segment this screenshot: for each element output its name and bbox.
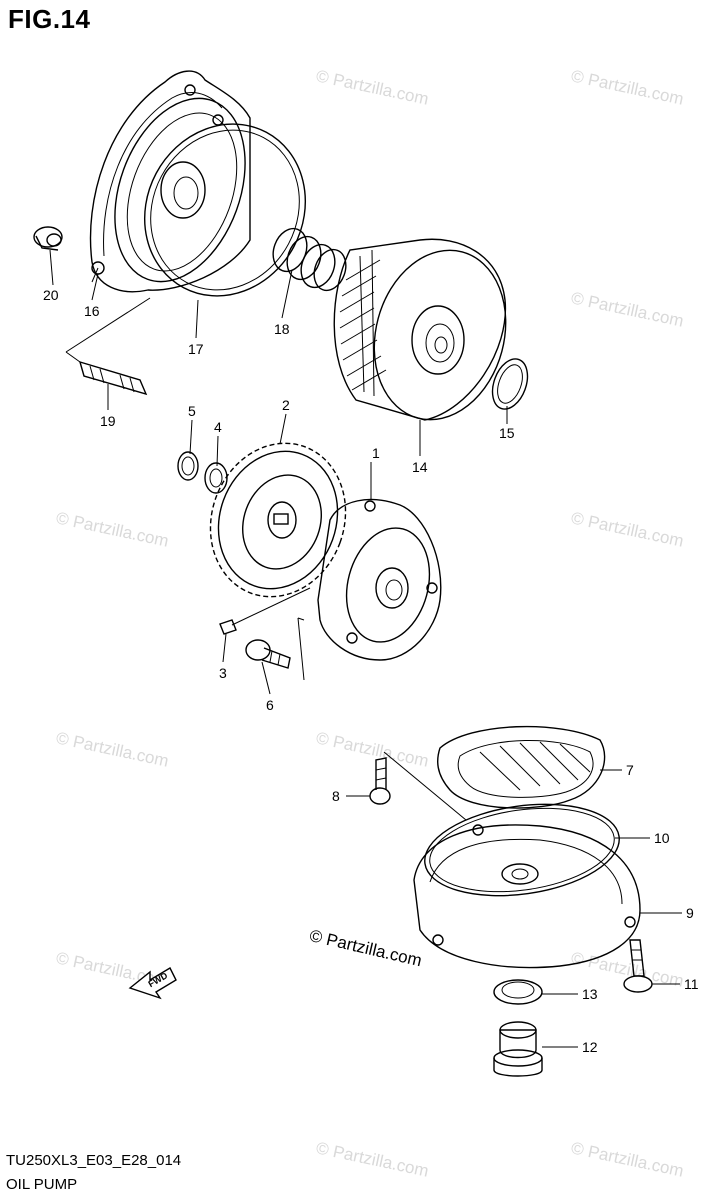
o-ring-17-drawing [143, 123, 307, 297]
drain-plug-12-drawing [493, 1021, 543, 1077]
diagram-code: TU250XL3_E03_E28_014 [6, 1152, 182, 1169]
part-label-6: 6 [266, 697, 274, 713]
o-ring-10-drawing [424, 803, 620, 897]
stud-bolt-19-drawing [65, 297, 151, 396]
bolt-11-drawing [623, 939, 653, 993]
part-label-7: 7 [626, 762, 634, 778]
part-label-1: 1 [372, 445, 380, 461]
part-label-20: 20 [43, 287, 59, 303]
part-label-16: 16 [84, 303, 100, 319]
part-label-4: 4 [214, 419, 222, 435]
part-label-2: 2 [282, 397, 290, 413]
screw-8-drawing [369, 757, 391, 805]
oil-pump-1-drawing [297, 498, 442, 681]
part-label-3: 3 [219, 665, 227, 681]
part-label-12: 12 [582, 1039, 598, 1055]
pin-3-drawing [219, 619, 237, 635]
pump-cover-drawing [89, 70, 251, 293]
part-label-9: 9 [686, 905, 694, 921]
nut-20-drawing [33, 226, 63, 251]
part-label-18: 18 [274, 321, 290, 337]
part-label-15: 15 [499, 425, 515, 441]
oil-strainer-7-drawing [383, 725, 606, 821]
oil-pan-9-drawing [413, 824, 641, 969]
part-label-19: 19 [100, 413, 116, 429]
figure-title: FIG.14 [8, 4, 91, 34]
gasket-13-drawing [493, 979, 543, 1005]
bolt-6-drawing [245, 639, 291, 669]
diagram-name: OIL PUMP [6, 1176, 78, 1193]
spring-18-drawing [272, 227, 347, 292]
part-label-13: 13 [582, 986, 598, 1002]
o-ring-15-drawing [491, 358, 529, 410]
part-label-5: 5 [188, 403, 196, 419]
part-label-10: 10 [654, 830, 670, 846]
fwd-arrow-icon: FWD [128, 967, 177, 1000]
washer-4-drawing [204, 462, 228, 494]
part-label-14: 14 [412, 459, 428, 475]
circlip-5-drawing [177, 451, 199, 481]
gear-2-drawing [209, 442, 347, 598]
leader-lines [49, 249, 682, 1048]
part-label-11: 11 [684, 976, 699, 992]
part-label-17: 17 [188, 341, 204, 357]
part-label-8: 8 [332, 788, 340, 804]
oil-filter-14-drawing [333, 238, 507, 421]
